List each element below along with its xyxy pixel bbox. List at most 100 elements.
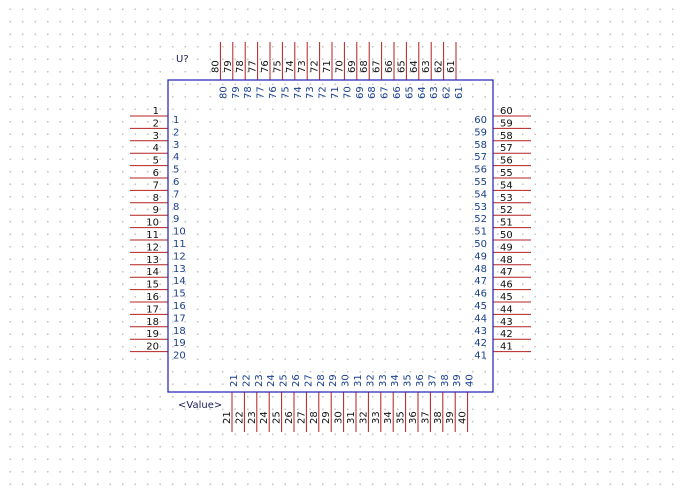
pin-number-58: 58 [500,131,513,142]
pin-name-33: 33 [378,374,389,387]
pin-name-4: 4 [173,152,179,163]
pin-number-38: 38 [433,411,444,424]
pin-name-8: 8 [173,202,179,213]
pin-number-11: 11 [146,230,159,241]
pin-number-57: 57 [500,143,513,154]
pin-name-53: 53 [474,202,487,213]
pin-number-46: 46 [500,280,513,291]
pin-name-40: 40 [465,374,476,387]
pin-name-70: 70 [342,86,353,99]
pin-number-56: 56 [500,156,513,167]
pin-number-7: 7 [153,180,159,191]
pin-number-14: 14 [146,267,159,278]
pin-name-7: 7 [173,189,179,200]
pin-name-80: 80 [218,86,229,99]
pin-number-69: 69 [347,60,358,73]
pin-name-29: 29 [328,374,339,387]
pin-number-59: 59 [500,118,513,129]
pin-number-25: 25 [272,411,283,424]
pin-name-20: 20 [173,351,186,362]
pin-number-19: 19 [146,329,159,340]
pin-number-73: 73 [297,60,308,73]
pin-name-76: 76 [268,86,279,99]
pin-name-19: 19 [173,338,186,349]
pin-number-61: 61 [446,60,457,73]
pin-name-22: 22 [241,374,252,387]
pin-name-57: 57 [474,152,487,163]
pin-number-75: 75 [272,60,283,73]
pin-number-34: 34 [383,411,394,424]
pin-number-26: 26 [284,411,295,424]
pin-name-6: 6 [173,177,179,188]
pin-name-68: 68 [367,86,378,99]
pin-number-79: 79 [223,60,234,73]
pin-number-29: 29 [321,411,332,424]
pins-right-group: 4141424243434444454546464747484849495050… [474,106,531,362]
reference-designator[interactable]: U? [176,54,189,65]
pin-number-21: 21 [222,411,233,424]
pin-name-12: 12 [173,251,186,262]
pin-name-78: 78 [243,86,254,99]
pin-name-79: 79 [231,86,242,99]
pin-number-35: 35 [396,411,407,424]
pin-number-2: 2 [153,118,159,129]
pin-name-32: 32 [365,374,376,387]
pin-name-11: 11 [173,239,186,250]
pin-number-31: 31 [346,411,357,424]
pin-name-41: 41 [474,351,487,362]
pins-bottom-group: 2121222223232424252526262727282829293030… [222,374,476,432]
pin-number-74: 74 [285,60,296,73]
pin-number-36: 36 [408,411,419,424]
pins-left-group: 1122334455667788991010111112121313141415… [130,106,186,362]
pin-number-20: 20 [146,342,159,353]
pin-number-66: 66 [384,60,395,73]
pin-number-60: 60 [500,106,513,117]
pin-name-66: 66 [392,86,403,99]
pin-name-63: 63 [429,86,440,99]
pin-name-45: 45 [474,301,487,312]
pin-name-9: 9 [173,214,179,225]
pin-name-5: 5 [173,165,179,176]
pin-name-61: 61 [454,86,465,99]
pin-name-54: 54 [474,189,487,200]
pin-number-53: 53 [500,193,513,204]
pin-name-74: 74 [293,86,304,99]
pin-name-37: 37 [427,374,438,387]
pin-number-3: 3 [153,131,159,142]
pin-number-42: 42 [500,329,513,340]
value-label[interactable]: <Value> [178,400,222,411]
component-body[interactable] [167,79,494,393]
pin-number-52: 52 [500,205,513,216]
pin-name-18: 18 [173,326,186,337]
pin-number-12: 12 [146,242,159,253]
pin-name-2: 2 [173,127,179,138]
pin-name-59: 59 [474,127,487,138]
pin-number-65: 65 [396,60,407,73]
pin-number-54: 54 [500,180,513,191]
pin-number-78: 78 [235,60,246,73]
pin-number-76: 76 [260,60,271,73]
pin-number-39: 39 [445,411,456,424]
pin-name-51: 51 [474,227,487,238]
pin-number-51: 51 [500,218,513,229]
pin-name-64: 64 [417,86,428,99]
pin-number-45: 45 [500,292,513,303]
pin-number-55: 55 [500,168,513,179]
pin-number-68: 68 [359,60,370,73]
pin-name-31: 31 [353,374,364,387]
pin-name-73: 73 [305,86,316,99]
pin-name-77: 77 [256,86,267,99]
pin-number-18: 18 [146,317,159,328]
pin-name-28: 28 [316,374,327,387]
pin-number-43: 43 [500,317,513,328]
pin-number-30: 30 [334,411,345,424]
pin-number-5: 5 [153,156,159,167]
pin-number-71: 71 [322,60,333,73]
pin-number-80: 80 [210,60,221,73]
pin-name-36: 36 [415,374,426,387]
pin-number-27: 27 [296,411,307,424]
pin-number-63: 63 [421,60,432,73]
pin-name-21: 21 [229,374,240,387]
pin-name-30: 30 [341,374,352,387]
